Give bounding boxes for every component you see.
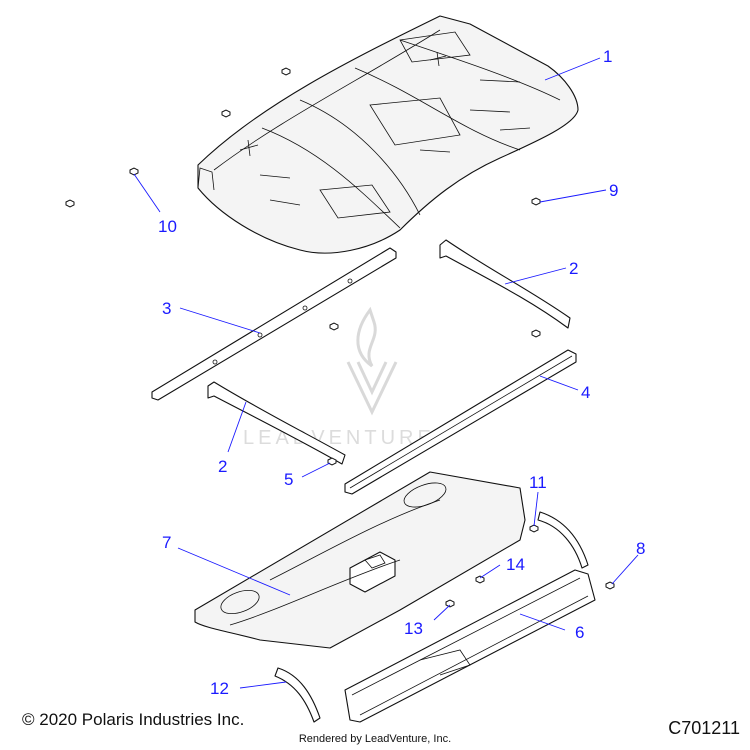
callout-12: 12	[210, 679, 229, 698]
callout-10: 10	[158, 217, 177, 236]
callout-numbers: 1 2 3 2 4 5 9 10 7 11 8 14 13 6 12	[158, 47, 645, 698]
rendered-by-text: Rendered by LeadVenture, Inc.	[298, 733, 452, 745]
copyright-text: © 2020 Polaris Industries Inc.	[22, 710, 245, 729]
roof-panel	[197, 15, 579, 254]
callout-2-upper: 2	[569, 259, 578, 278]
callout-13: 13	[404, 619, 423, 638]
headliner-panel	[194, 471, 526, 649]
figure-id: C701211	[668, 718, 740, 738]
callout-2-lower: 2	[218, 457, 227, 476]
callout-8: 8	[636, 539, 645, 558]
callout-5: 5	[284, 470, 293, 489]
callout-4: 4	[581, 383, 590, 402]
callout-3: 3	[162, 299, 171, 318]
console-panel	[344, 569, 596, 723]
side-trim-clip	[537, 511, 589, 569]
front-seal-strip	[344, 349, 577, 495]
trim-strip-lower	[207, 381, 346, 465]
left-side-rail	[151, 247, 397, 401]
callout-1: 1	[603, 47, 612, 66]
callout-7: 7	[162, 533, 171, 552]
callout-14: 14	[506, 555, 525, 574]
corner-trim	[274, 667, 321, 723]
callout-6: 6	[575, 623, 584, 642]
callout-11: 11	[529, 473, 547, 492]
hardware-fasteners	[65, 67, 615, 608]
leader-lines	[133, 57, 639, 689]
watermark-text: LEADVENTURE	[243, 427, 435, 449]
callout-9: 9	[609, 181, 618, 200]
